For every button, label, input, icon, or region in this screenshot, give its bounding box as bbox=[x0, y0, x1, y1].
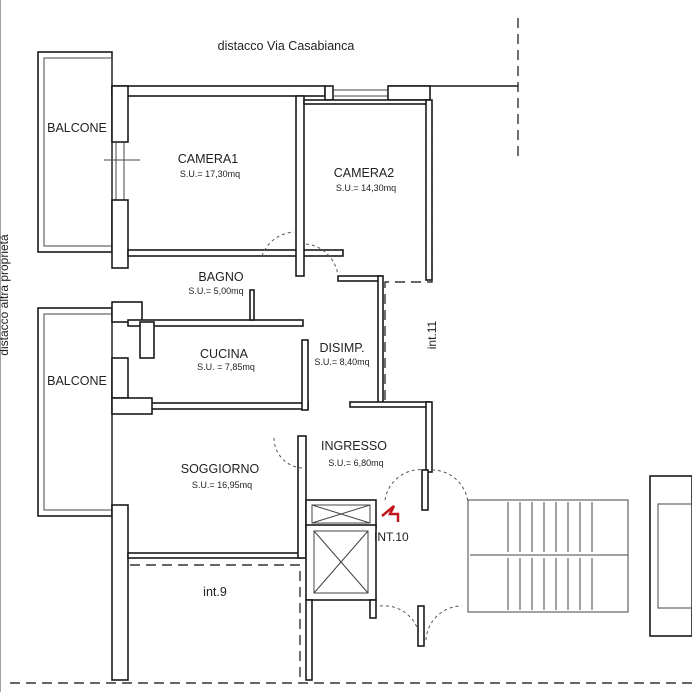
int11-boundary bbox=[384, 102, 433, 400]
entrance-marker-icon bbox=[381, 505, 400, 522]
room-area: S.U. = 7,85mq bbox=[197, 362, 255, 372]
service-shaft bbox=[311, 504, 371, 524]
doors bbox=[261, 231, 469, 647]
room-name: DISIMP. bbox=[320, 341, 365, 355]
side-label: distacco altra proprietà bbox=[0, 234, 11, 356]
room-area: S.U.= 8,40mq bbox=[314, 357, 369, 367]
room-name: SOGGIORNO bbox=[181, 462, 260, 476]
room-area: S.U.= 14,30mq bbox=[336, 183, 396, 193]
room-area: S.U.= 16,95mq bbox=[192, 480, 252, 490]
room-area: S.U.= 17,30mq bbox=[180, 169, 240, 179]
balcony-bottom bbox=[37, 307, 113, 517]
int9-label: int.9 bbox=[203, 585, 227, 599]
elevator bbox=[313, 530, 369, 594]
room-name: CAMERA1 bbox=[178, 152, 238, 166]
room-name: BALCONE bbox=[47, 374, 107, 388]
staircase bbox=[467, 475, 692, 637]
street-label: distacco Via Casabianca bbox=[218, 39, 355, 53]
room-name: BALCONE bbox=[47, 121, 107, 135]
balcony-top bbox=[37, 51, 113, 253]
room-area: S.U.= 6,80mq bbox=[328, 458, 383, 468]
room-name: BAGNO bbox=[198, 270, 243, 284]
room-area: S.U.= 5,00mq bbox=[188, 286, 243, 296]
room-name: INGRESSO bbox=[321, 439, 387, 453]
int10-label: INT.10 bbox=[374, 530, 409, 544]
int11-label: int.11 bbox=[425, 320, 439, 349]
room-name: CAMERA2 bbox=[334, 166, 394, 180]
room-name: CUCINA bbox=[200, 347, 249, 361]
int9-boundary bbox=[130, 564, 301, 680]
